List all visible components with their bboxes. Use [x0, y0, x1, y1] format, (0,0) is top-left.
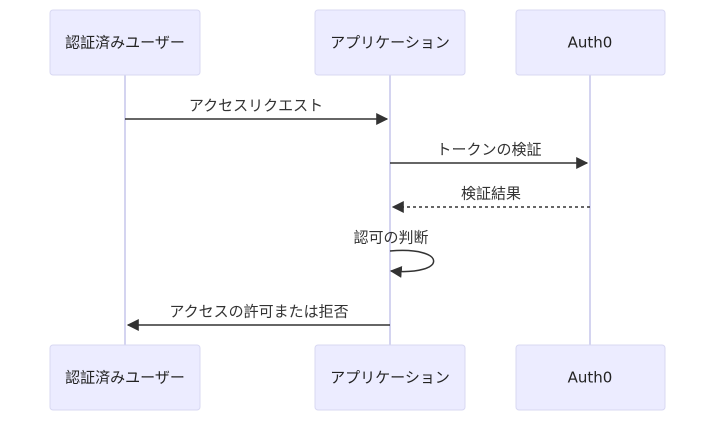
message-4-label: 認可の判断: [353, 229, 428, 247]
actor-user-bottom: 認証済みユーザー: [49, 344, 201, 411]
actor-app-bottom: アプリケーション: [314, 344, 466, 411]
actor-auth0-top: Auth0: [515, 9, 666, 76]
actor-user-bottom-label: 認証済みユーザー: [65, 369, 185, 387]
actor-auth0-bottom: Auth0: [515, 344, 666, 411]
message-2-label: トークンの検証: [436, 141, 541, 159]
message-3-label: 検証結果: [461, 185, 521, 203]
actor-user-top: 認証済みユーザー: [49, 9, 201, 76]
message-1-label: アクセスリクエスト: [189, 97, 323, 115]
actor-app-top: アプリケーション: [314, 9, 466, 76]
actor-auth0-bottom-label: Auth0: [568, 369, 613, 387]
actor-app-top-label: アプリケーション: [330, 34, 450, 52]
actor-auth0-top-label: Auth0: [568, 34, 613, 52]
actor-app-bottom-label: アプリケーション: [330, 369, 450, 387]
message-5-label: アクセスの許可または拒否: [169, 303, 348, 321]
message-4-arrow: [389, 249, 435, 278]
actor-user-top-label: 認証済みユーザー: [65, 34, 185, 52]
